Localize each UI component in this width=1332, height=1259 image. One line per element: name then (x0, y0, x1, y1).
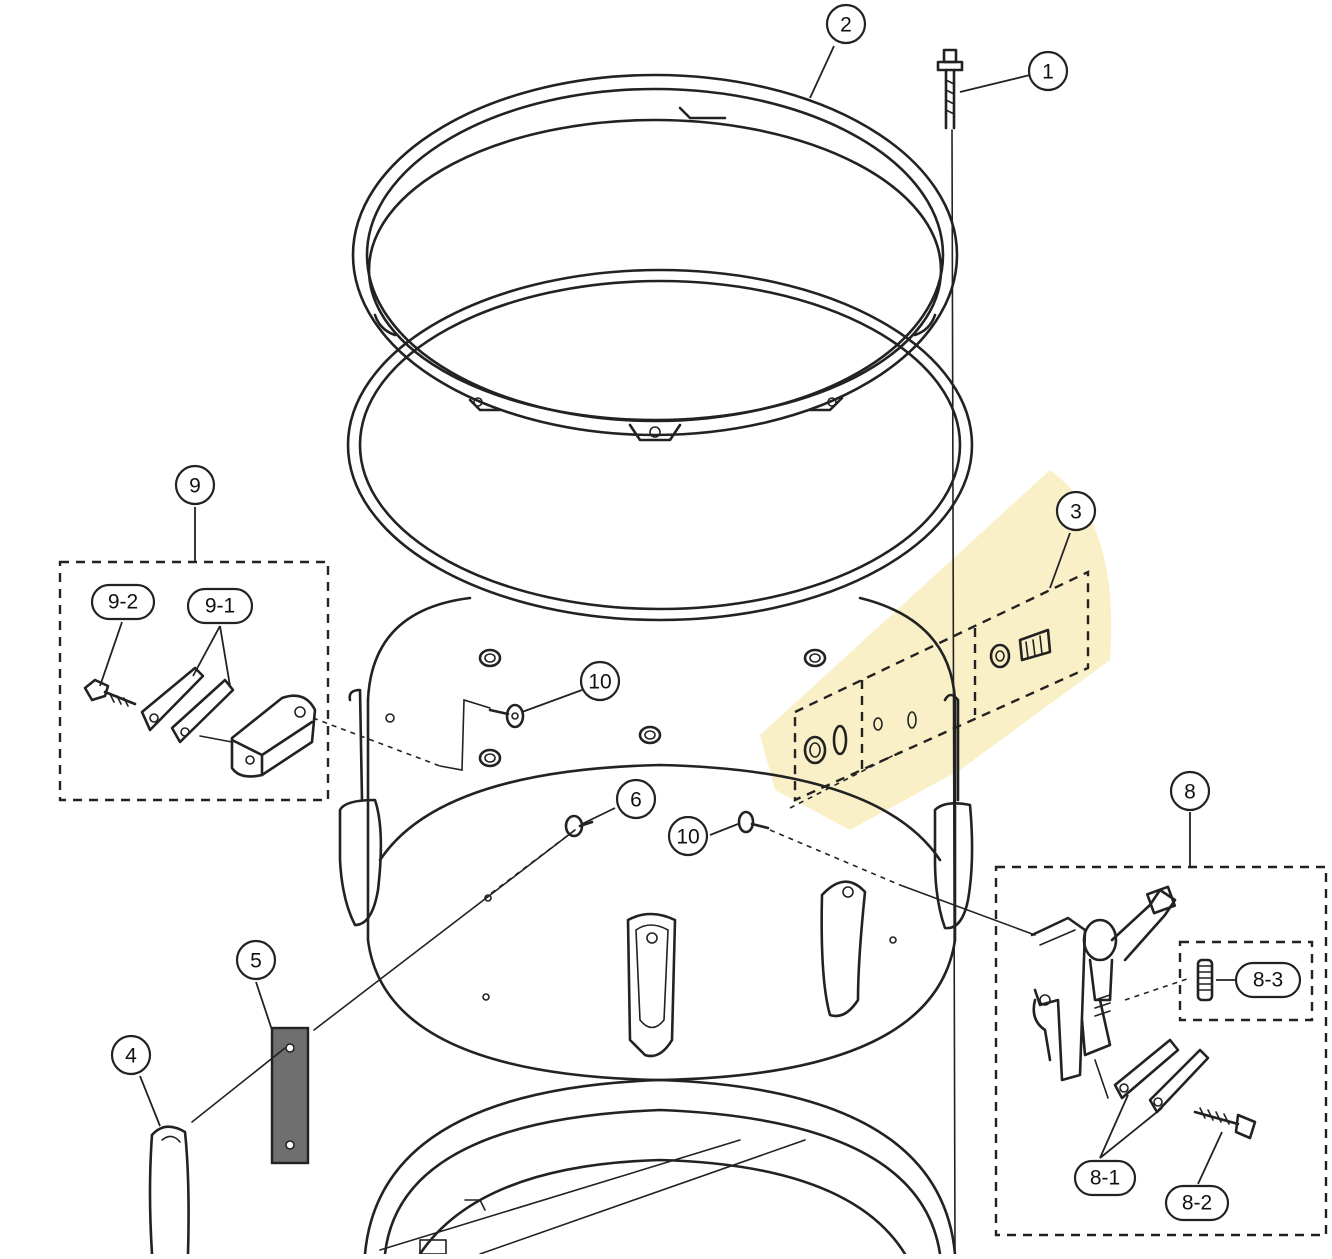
callout-8-2-label: 8-2 (1182, 1192, 1212, 1215)
part-10-screw-lower (737, 810, 770, 834)
callout-3: 3 (1055, 490, 1097, 532)
part-8-strainer-kit (994, 865, 1328, 1237)
part-10-screw-upper (488, 703, 525, 729)
callout-8-3: 8-3 (1234, 961, 1302, 999)
callout-6: 6 (615, 778, 657, 820)
callout-9-1-label: 9-1 (205, 595, 235, 618)
callout-10-lower: 10 (667, 815, 709, 857)
lug-right (933, 693, 974, 930)
callout-9-label: 9 (189, 475, 201, 498)
callout-4-label: 4 (125, 1045, 137, 1068)
bottom-hoop (363, 1078, 957, 1256)
callout-leaders (99, 45, 1240, 1185)
part-6-screw (564, 814, 594, 838)
callout-8-2: 8-2 (1164, 1184, 1230, 1222)
callout-1: 1 (1027, 50, 1069, 92)
part-3-highlight (760, 470, 1112, 830)
part-5-muffler-pad (270, 1026, 310, 1165)
callout-6-label: 6 (630, 789, 642, 812)
callout-8-label: 8 (1184, 781, 1196, 804)
callout-8-1-label: 8-1 (1090, 1167, 1120, 1190)
part-4-lug (148, 1125, 190, 1256)
callout-9-2-label: 9-2 (108, 591, 138, 614)
callout-5-label: 5 (250, 950, 262, 973)
part-9-butt-end-kit (58, 560, 330, 802)
lug-front-center (626, 912, 677, 1058)
top-hoop (351, 73, 959, 442)
part-3-air-vent-kit (789, 570, 1090, 809)
callout-5: 5 (235, 939, 277, 981)
callout-8-3-label: 8-3 (1253, 969, 1283, 992)
callout-10-upper: 10 (579, 660, 621, 702)
callout-10-lower-label: 10 (676, 826, 699, 849)
callout-1-label: 1 (1042, 61, 1054, 84)
callout-2-label: 2 (840, 14, 852, 37)
callout-8-1: 8-1 (1073, 1159, 1137, 1197)
drum-head (346, 268, 974, 622)
callout-3-label: 3 (1070, 501, 1082, 524)
tension-bolt (936, 48, 964, 130)
lug-left (338, 688, 383, 927)
lug-front-right (820, 880, 867, 1018)
callout-9: 9 (174, 464, 216, 506)
assembly-guide-lines (191, 698, 1109, 1123)
callout-2: 2 (825, 3, 867, 45)
callout-8: 8 (1169, 770, 1211, 812)
callout-9-2: 9-2 (90, 583, 156, 621)
callout-10-upper-label: 10 (588, 671, 611, 694)
callout-9-1: 9-1 (186, 587, 254, 625)
callout-4: 4 (110, 1034, 152, 1076)
